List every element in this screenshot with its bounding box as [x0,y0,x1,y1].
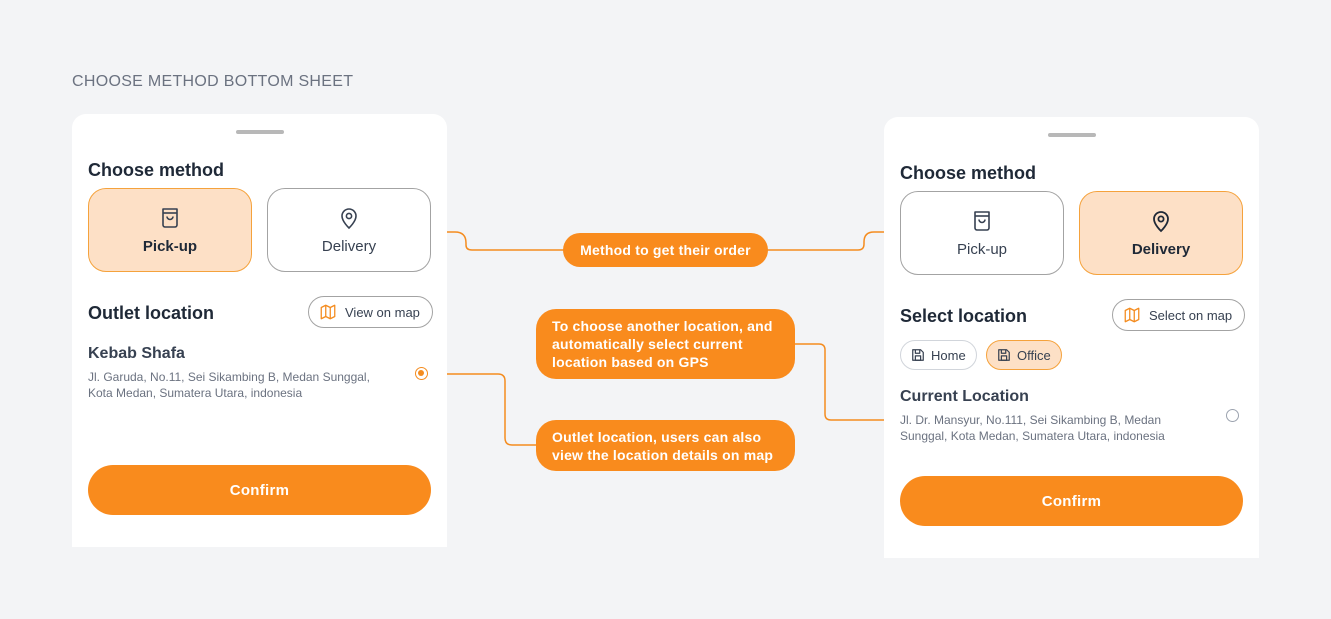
saved-place-label: Office [1017,347,1051,363]
callout-method: Method to get their order [563,233,768,267]
confirm-button[interactable]: Confirm [900,476,1243,526]
callout-outlet: Outlet location, users can also view the… [536,420,795,471]
drag-handle[interactable] [1048,133,1096,137]
location-connector [794,343,893,421]
select-on-map-button[interactable]: Select on map [1112,299,1246,331]
outlet-location-title: Outlet location [88,303,214,323]
current-location-radio[interactable] [1226,409,1239,422]
map-pin-icon [341,207,357,229]
view-on-map-button[interactable]: View on map [308,296,433,328]
saved-place-office[interactable]: Office [986,340,1062,370]
save-icon [912,349,924,361]
save-icon [998,349,1010,361]
confirm-button[interactable]: Confirm [88,465,431,515]
method-label: Delivery [1131,240,1191,258]
saved-place-label: Home [931,347,966,363]
saved-place-home[interactable]: Home [900,340,977,370]
view-on-map-label: View on map [345,304,420,320]
map-icon [1124,307,1140,323]
outlet-radio[interactable] [415,367,428,380]
choose-method-title: Choose method [88,160,225,180]
bottom-sheet-pickup: Choose method Pick-up Delivery Outlet lo… [72,114,447,547]
method-label: Pick-up [956,240,1008,258]
drag-handle[interactable] [236,130,284,134]
outlet-address: Jl. Garuda, No.11, Sei Sikambing B, Meda… [88,370,370,400]
shopping-bag-icon [162,207,178,228]
method-label: Delivery [321,237,377,255]
method-connector-left [437,231,566,251]
map-icon [320,304,336,320]
method-connector-right [766,231,894,251]
section-title: CHOOSE METHOD BOTTOM SHEET [72,73,354,90]
method-pickup-button[interactable]: Pick-up [88,188,252,272]
current-location-address: Jl. Dr. Mansyur, No.111, Sei Sikambing B… [900,413,1165,443]
method-delivery-button[interactable]: Delivery [1079,191,1243,275]
callout-location: To choose another location, and automati… [536,309,795,379]
bottom-sheet-delivery: Choose method Pick-up Delivery Select lo… [884,117,1259,558]
method-delivery-button[interactable]: Delivery [267,188,431,272]
method-label: Pick-up [142,237,198,255]
current-location-title: Current Location [900,388,1029,405]
select-on-map-label: Select on map [1149,307,1233,323]
choose-method-title: Choose method [900,163,1037,183]
shopping-bag-icon [974,210,990,231]
map-pin-icon [1153,210,1169,232]
outlet-name: Kebab Shafa [88,345,185,362]
select-location-title: Select location [900,306,1028,326]
outlet-connector [428,373,540,446]
method-pickup-button[interactable]: Pick-up [900,191,1064,275]
